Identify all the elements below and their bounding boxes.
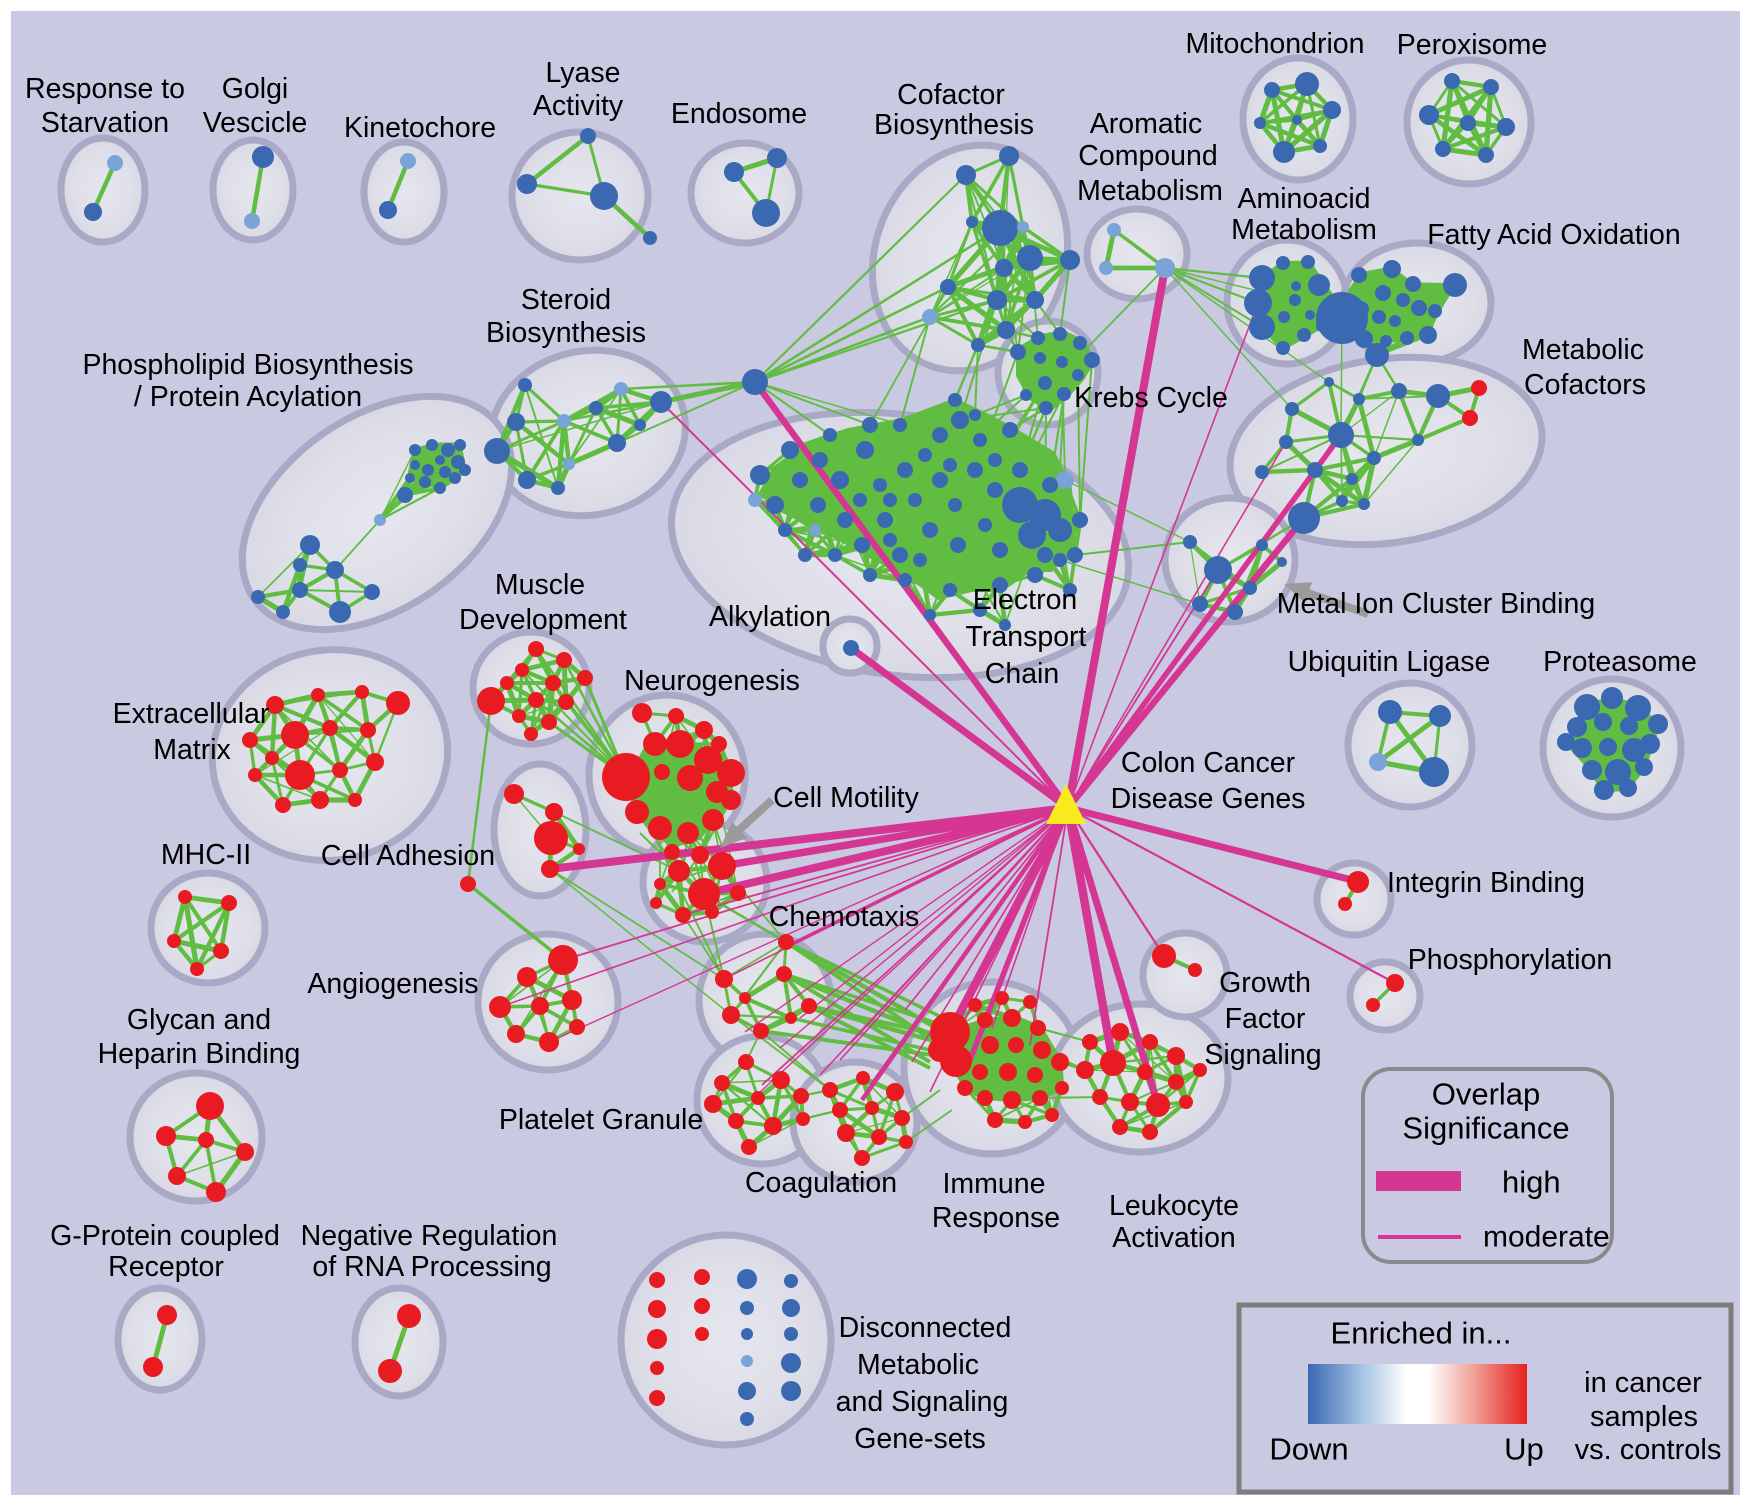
svg-text:Activity: Activity bbox=[533, 90, 624, 122]
svg-text:samples: samples bbox=[1590, 1401, 1698, 1433]
svg-text:Vescicle: Vescicle bbox=[203, 107, 308, 139]
svg-text:Disconnected: Disconnected bbox=[839, 1312, 1012, 1344]
svg-text:Receptor: Receptor bbox=[108, 1251, 224, 1283]
svg-text:Chain: Chain bbox=[985, 658, 1059, 690]
svg-text:in cancer: in cancer bbox=[1584, 1367, 1702, 1399]
svg-text:Signaling: Signaling bbox=[1204, 1039, 1321, 1071]
svg-text:and Signaling: and Signaling bbox=[836, 1386, 1009, 1418]
svg-text:Metabolism: Metabolism bbox=[1077, 175, 1223, 207]
svg-text:Electron: Electron bbox=[973, 584, 1078, 616]
svg-text:Lyase: Lyase bbox=[546, 57, 621, 89]
svg-text:Gene-sets: Gene-sets bbox=[854, 1423, 985, 1455]
svg-text:Leukocyte: Leukocyte bbox=[1109, 1190, 1239, 1222]
svg-text:Phospholipid Biosynthesis: Phospholipid Biosynthesis bbox=[82, 349, 413, 381]
svg-text:Response: Response bbox=[932, 1202, 1060, 1234]
svg-text:Disease Genes: Disease Genes bbox=[1111, 783, 1306, 815]
svg-text:Metabolic: Metabolic bbox=[1522, 334, 1644, 366]
svg-text:Factor: Factor bbox=[1225, 1003, 1306, 1035]
svg-text:Angiogenesis: Angiogenesis bbox=[307, 968, 478, 1000]
svg-text:Aminoacid: Aminoacid bbox=[1237, 183, 1370, 215]
svg-text:Endosome: Endosome bbox=[671, 98, 807, 130]
svg-text:Compound: Compound bbox=[1078, 140, 1217, 172]
svg-text:Mitochondrion: Mitochondrion bbox=[1185, 28, 1364, 60]
svg-text:Biosynthesis: Biosynthesis bbox=[874, 109, 1034, 141]
svg-text:Activation: Activation bbox=[1112, 1222, 1236, 1254]
svg-text:Aromatic: Aromatic bbox=[1090, 108, 1202, 140]
svg-text:Steroid: Steroid bbox=[521, 284, 611, 316]
svg-text:Heparin Binding: Heparin Binding bbox=[98, 1038, 301, 1070]
svg-text:MHC-II: MHC-II bbox=[161, 839, 251, 871]
svg-text:Cell Adhesion: Cell Adhesion bbox=[321, 840, 495, 872]
svg-text:Metabolism: Metabolism bbox=[1231, 214, 1377, 246]
svg-text:Integrin Binding: Integrin Binding bbox=[1387, 867, 1585, 899]
svg-text:Negative Regulation: Negative Regulation bbox=[301, 1220, 558, 1252]
svg-text:Golgi: Golgi bbox=[222, 73, 289, 105]
svg-text:Biosynthesis: Biosynthesis bbox=[486, 317, 646, 349]
svg-text:of RNA Processing: of RNA Processing bbox=[312, 1251, 551, 1283]
svg-text:Up: Up bbox=[1504, 1432, 1544, 1467]
svg-text:Metabolic: Metabolic bbox=[857, 1349, 979, 1381]
svg-text:Krebs Cycle: Krebs Cycle bbox=[1074, 382, 1228, 414]
svg-text:Coagulation: Coagulation bbox=[745, 1167, 897, 1199]
svg-text:G-Protein coupled: G-Protein coupled bbox=[50, 1220, 280, 1252]
svg-text:Matrix: Matrix bbox=[153, 734, 231, 766]
svg-text:Development: Development bbox=[459, 604, 627, 636]
svg-text:Alkylation: Alkylation bbox=[709, 601, 831, 633]
svg-text:Cell Motility: Cell Motility bbox=[773, 782, 919, 814]
svg-text:vs. controls: vs. controls bbox=[1575, 1434, 1722, 1466]
svg-text:Growth: Growth bbox=[1219, 967, 1311, 999]
svg-text:Response to: Response to bbox=[25, 73, 185, 105]
svg-text:Significance: Significance bbox=[1402, 1111, 1569, 1146]
svg-text:Colon Cancer: Colon Cancer bbox=[1121, 747, 1296, 779]
svg-text:Overlap: Overlap bbox=[1432, 1077, 1541, 1112]
svg-text:Fatty Acid Oxidation: Fatty Acid Oxidation bbox=[1427, 219, 1680, 251]
svg-text:Extracellular: Extracellular bbox=[113, 698, 270, 730]
svg-text:Ubiquitin Ligase: Ubiquitin Ligase bbox=[1288, 646, 1491, 678]
svg-text:Metal Ion Cluster Binding: Metal Ion Cluster Binding bbox=[1277, 588, 1595, 620]
svg-text:Transport: Transport bbox=[966, 621, 1087, 653]
svg-text:/ Protein Acylation: / Protein Acylation bbox=[134, 381, 362, 413]
svg-text:moderate: moderate bbox=[1483, 1221, 1610, 1254]
svg-text:Platelet Granule: Platelet Granule bbox=[499, 1104, 703, 1136]
svg-text:Muscle: Muscle bbox=[495, 569, 585, 601]
svg-text:Chemotaxis: Chemotaxis bbox=[769, 901, 919, 933]
svg-text:Kinetochore: Kinetochore bbox=[344, 112, 496, 144]
svg-text:Phosphorylation: Phosphorylation bbox=[1408, 944, 1612, 976]
svg-text:Immune: Immune bbox=[943, 1168, 1046, 1200]
svg-text:Peroxisome: Peroxisome bbox=[1397, 29, 1547, 61]
svg-text:Neurogenesis: Neurogenesis bbox=[624, 665, 800, 697]
svg-text:high: high bbox=[1502, 1165, 1561, 1200]
svg-text:Cofactors: Cofactors bbox=[1524, 369, 1646, 401]
svg-text:Down: Down bbox=[1269, 1432, 1348, 1467]
svg-text:Glycan and: Glycan and bbox=[127, 1004, 271, 1036]
svg-text:Cofactor: Cofactor bbox=[897, 79, 1005, 111]
svg-text:Proteasome: Proteasome bbox=[1543, 646, 1697, 678]
svg-text:Starvation: Starvation bbox=[41, 107, 169, 139]
svg-text:Enriched in...: Enriched in... bbox=[1331, 1316, 1512, 1351]
